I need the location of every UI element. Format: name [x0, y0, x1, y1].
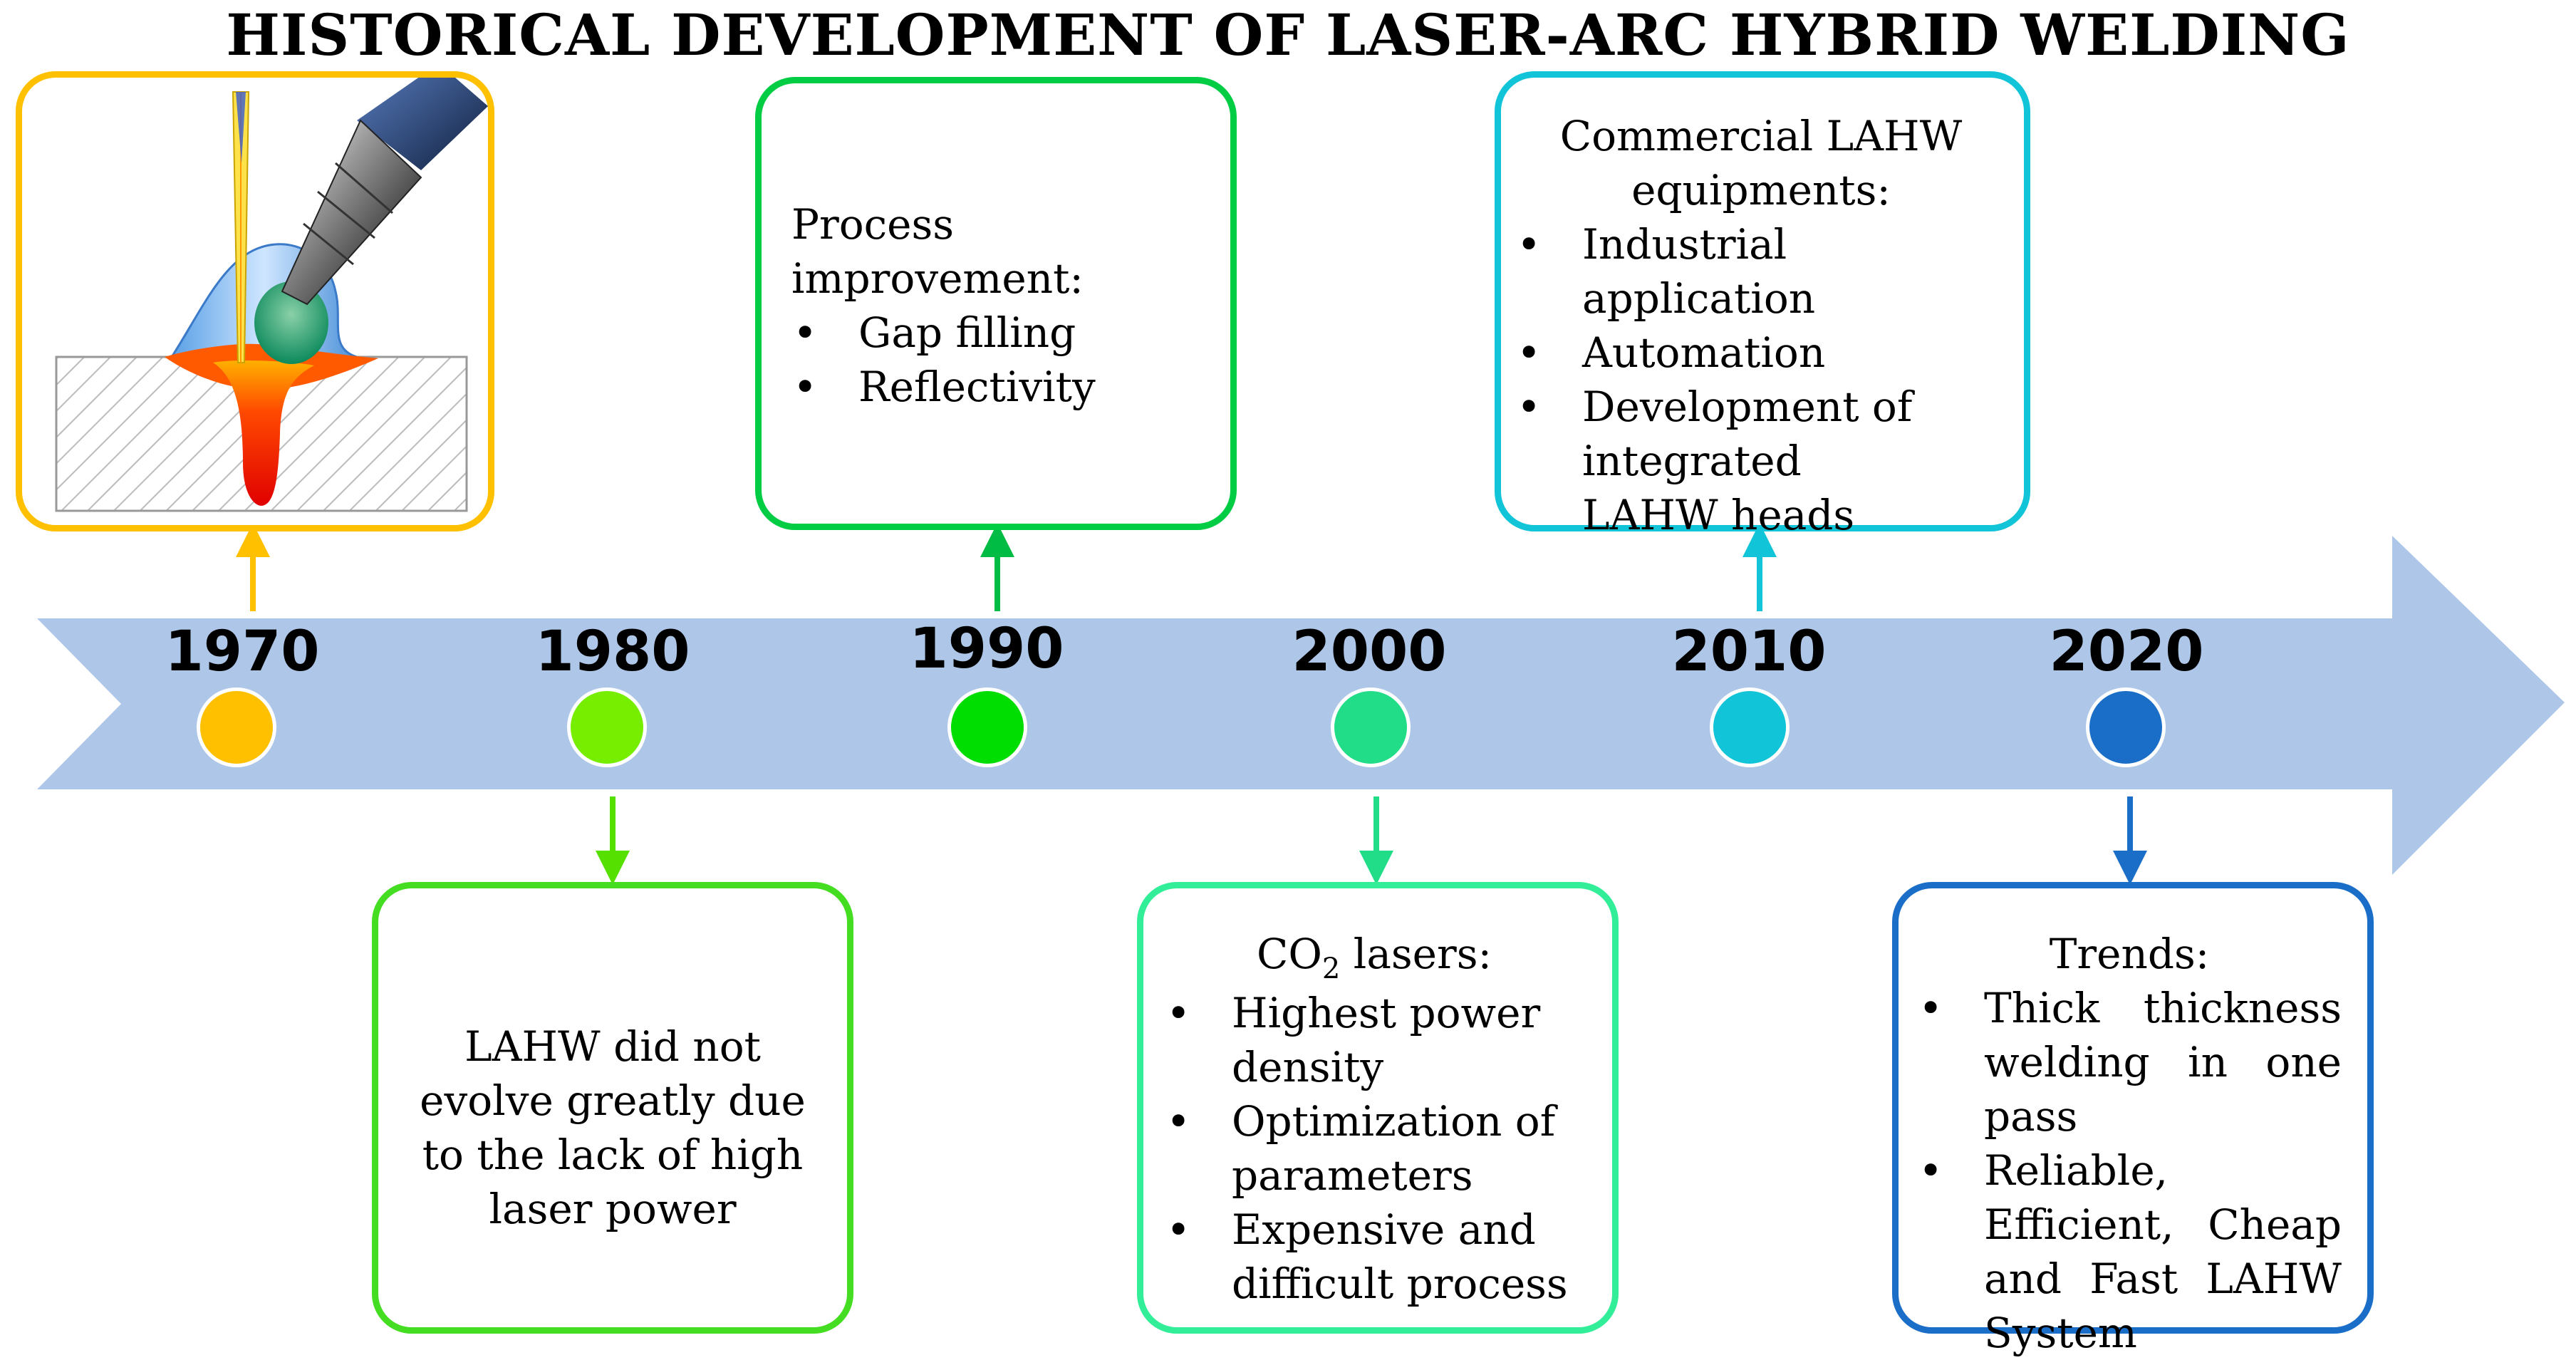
- year-label-1970: 1970: [165, 620, 320, 684]
- box-2020-item: Thick thickness welding in one pass: [1917, 981, 2342, 1143]
- box-2010: Commercial LAHW equipments: Industrial a…: [1495, 71, 2030, 539]
- box-2010-heading: Commercial LAHW equipments:: [1559, 112, 1963, 214]
- box-1990-item: Gap filling: [791, 306, 1230, 360]
- box-1990-item: Reflectivity: [791, 360, 1230, 414]
- timeline-arrow: [37, 536, 2565, 875]
- box-2000-heading-co: CO: [1256, 930, 1322, 978]
- box-1980-text: LAHW did not evolve greatly due to the l…: [420, 1022, 806, 1233]
- box-2010-item: Industrial application: [1515, 217, 2007, 326]
- year-dot-2020: [2086, 687, 2166, 767]
- year-dot-2000: [1331, 687, 1411, 767]
- box-2000-item: Expensive and difficult process: [1165, 1203, 1584, 1311]
- box-2020-heading: Trends:: [2049, 930, 2210, 978]
- box-1990-list: Gap filling Reflectivity: [791, 306, 1230, 414]
- year-label-1980: 1980: [535, 620, 690, 684]
- box-2010-item: Automation: [1515, 326, 2007, 380]
- box-2020: Trends: Thick thickness welding in one p…: [1892, 882, 2374, 1357]
- box-2000-list: Highest power density Optimization of pa…: [1165, 986, 1584, 1311]
- box-2000-item: Optimization of parameters: [1165, 1094, 1584, 1203]
- box-1970: [16, 71, 494, 531]
- year-label-2000: 2000: [1292, 620, 1447, 684]
- box-2000-heading-subscript: 2: [1321, 952, 1341, 985]
- box-1990: Process improvement: Gap filling Reflect…: [755, 77, 1237, 530]
- year-dot-1980: [567, 687, 647, 767]
- year-label-2010: 2010: [1671, 620, 1827, 684]
- laser-arc-hybrid-welding-illustration: [55, 78, 488, 512]
- diagram-title: HISTORICAL DEVELOPMENT OF LASER-ARC HYBR…: [226, 1, 2350, 68]
- box-2010-list: Industrial application Automation Develo…: [1515, 217, 2007, 542]
- year-dot-1970: [197, 687, 276, 767]
- year-dot-2010: [1710, 687, 1790, 767]
- year-label-1990: 1990: [909, 617, 1064, 681]
- box-2020-list: Thick thickness welding in one pass Reli…: [1917, 981, 2342, 1360]
- year-dot-1990: [947, 687, 1027, 767]
- box-2020-item: Reliable, Efficient, Cheap and Fast LAHW…: [1917, 1143, 2342, 1360]
- box-2010-item: Development of integrated LAHW heads: [1515, 380, 2007, 542]
- year-label-2020: 2020: [2049, 620, 2204, 684]
- box-2000: CO2 lasers: Highest power density Optimi…: [1137, 882, 1619, 1334]
- box-2000-item: Highest power density: [1165, 986, 1584, 1094]
- box-2000-heading: CO2 lasers:: [1165, 927, 1584, 986]
- box-1990-heading: Process improvement:: [791, 200, 1084, 303]
- box-1980: LAHW did not evolve greatly due to the l…: [372, 882, 853, 1334]
- box-2000-heading-rest: lasers:: [1340, 930, 1492, 978]
